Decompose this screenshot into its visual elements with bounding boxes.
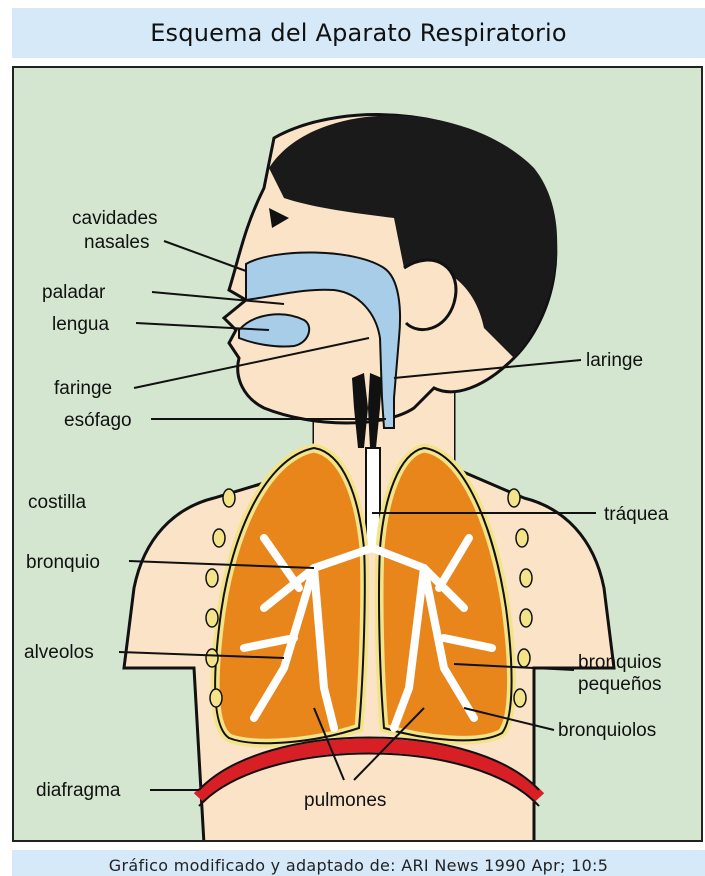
label-cavidades-2: nasales bbox=[84, 232, 150, 253]
credit-text: Gráfico modificado y adaptado de: ARI Ne… bbox=[109, 856, 608, 875]
label-laringe: laringe bbox=[586, 350, 643, 371]
title-bar: Esquema del Aparato Respiratorio bbox=[12, 8, 705, 58]
label-esofago: esófago bbox=[64, 410, 132, 431]
label-alveolos: alveolos bbox=[24, 642, 94, 663]
label-paladar: paladar bbox=[42, 282, 106, 303]
label-bronquiolos: bronquiolos bbox=[558, 720, 656, 741]
label-costilla: costilla bbox=[28, 492, 87, 513]
diagram-panel: cavidades nasales paladar lengua faringe… bbox=[12, 66, 703, 842]
label-bronquios-pequenos-1: bronquios bbox=[578, 652, 661, 673]
label-traquea: tráquea bbox=[604, 504, 669, 525]
label-lengua: lengua bbox=[52, 314, 109, 335]
label-pulmones: pulmones bbox=[304, 790, 386, 811]
credit-bar: Gráfico modificado y adaptado de: ARI Ne… bbox=[12, 850, 705, 876]
diagram-title: Esquema del Aparato Respiratorio bbox=[150, 19, 567, 47]
label-bronquio: bronquio bbox=[26, 552, 100, 573]
label-cavidades-1: cavidades bbox=[72, 208, 158, 229]
label-bronquios-pequenos-2: pequeños bbox=[578, 674, 661, 695]
label-diafragma: diafragma bbox=[36, 780, 121, 801]
label-faringe: faringe bbox=[54, 378, 112, 399]
respiratory-diagram: cavidades nasales paladar lengua faringe… bbox=[14, 68, 703, 842]
